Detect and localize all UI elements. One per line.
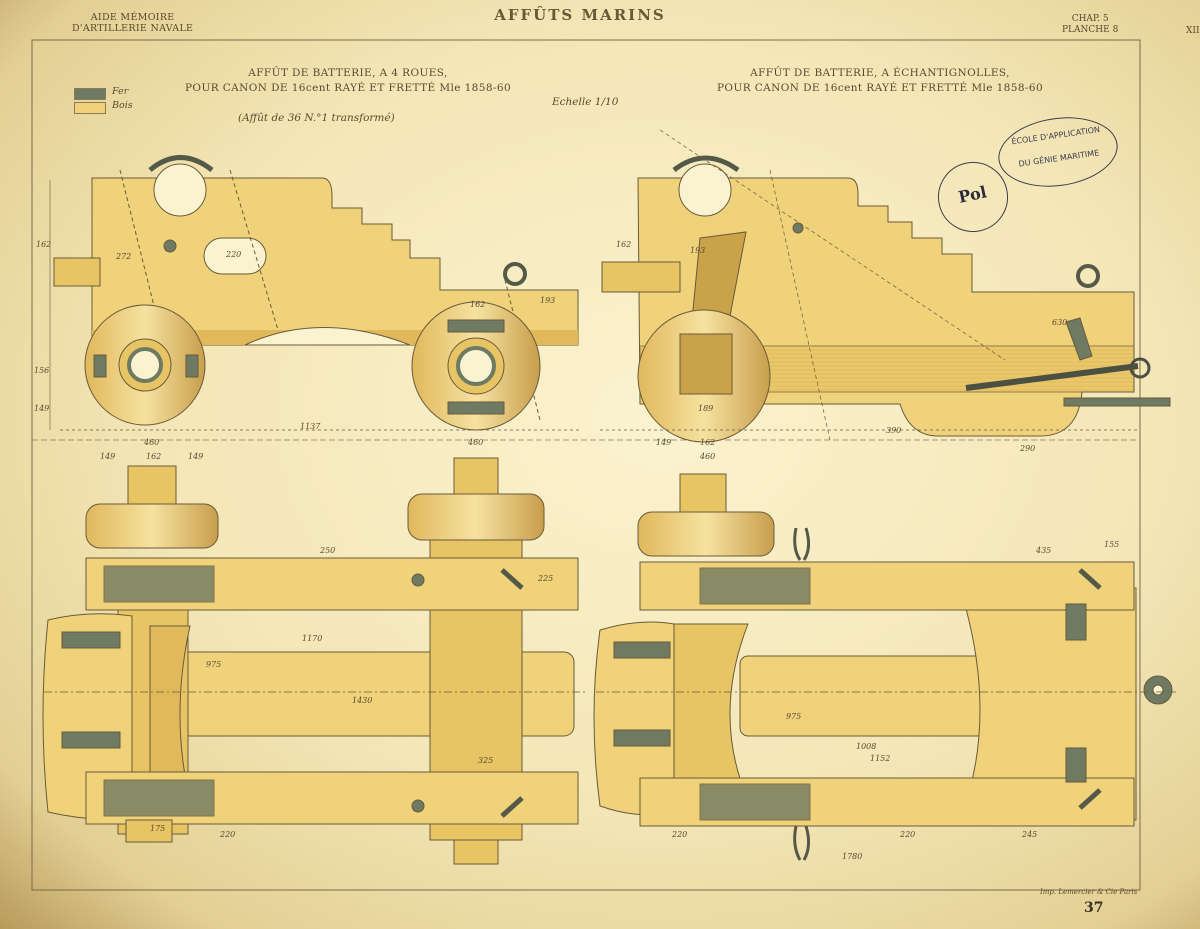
dim-right-630: 630 xyxy=(1052,318,1068,327)
cheek-arch xyxy=(244,327,411,346)
dim-rplan-435: 435 xyxy=(1036,546,1052,555)
dim-rplan-220a: 220 xyxy=(672,830,688,839)
dim-right-193: 193 xyxy=(690,246,706,255)
plate-title: AFFÛTS MARINS xyxy=(494,6,666,24)
dim-plan-460: 460 xyxy=(144,438,160,447)
dim-left-1137: 1137 xyxy=(300,422,321,431)
dim-rplan-975: 975 xyxy=(786,712,802,721)
plate-frame xyxy=(31,39,1141,891)
dim-plan-162: 162 xyxy=(146,452,162,461)
legend-label-iron: Fer xyxy=(112,86,129,97)
dim-plan-1430: 1430 xyxy=(352,696,373,705)
right-title-line2: POUR CANON DE 16cent RAYÉ ET FRETTÉ Mle … xyxy=(716,82,1044,94)
planche-label: PLANCHE 8 xyxy=(1062,25,1119,35)
dim-right-189: 189 xyxy=(698,404,714,413)
page-number: 37 xyxy=(1084,900,1104,916)
dim-plan-220: 220 xyxy=(220,830,236,839)
chapter-label: CHAP. 5 xyxy=(1071,14,1109,24)
dim-left-162b: 162 xyxy=(470,300,486,309)
dim-plan-325: 325 xyxy=(478,756,494,765)
dim-right-460: 460 xyxy=(700,452,716,461)
header-left-line2: D'ARTILLERIE NAVALE xyxy=(72,23,194,34)
left-section-title: AFFÛT DE BATTERIE, A 4 ROUES, POUR CANON… xyxy=(148,66,548,96)
right-plan-view xyxy=(593,473,1176,861)
scale-note: Echelle 1/10 xyxy=(552,96,619,108)
left-plan-view xyxy=(42,457,586,865)
cheek-window xyxy=(203,237,267,275)
dim-center-460: 460 xyxy=(468,438,484,447)
dim-plan-149a: 149 xyxy=(100,452,116,461)
cheek-body xyxy=(91,177,579,346)
dim-plan-149b: 149 xyxy=(188,452,204,461)
edge-mark: XII xyxy=(1186,26,1200,36)
legend-swatch-wood xyxy=(74,102,106,114)
trunnion-hole-right xyxy=(678,163,732,217)
round-stamp-text: Pol xyxy=(956,182,989,207)
dim-right-390: 390 xyxy=(886,426,902,435)
front-transom xyxy=(42,613,133,820)
dim-right-290: 290 xyxy=(1020,444,1036,453)
dim-left-156: 156 xyxy=(34,366,50,375)
dim-plan-250: 250 xyxy=(320,546,336,555)
printer-imprint: Imp. Lemercier & Cie Paris xyxy=(1040,888,1138,896)
header-left: AIDE MÉMOIRE D'ARTILLERIE NAVALE xyxy=(72,12,193,34)
header-left-line1: AIDE MÉMOIRE xyxy=(90,12,175,23)
left-side-elevation xyxy=(49,155,580,431)
right-section-title: AFFÛT DE BATTERIE, A ÉCHANTIGNOLLES, POU… xyxy=(680,66,1080,96)
handspike-lever xyxy=(965,363,1139,391)
wheel-top-rear xyxy=(407,493,545,541)
dim-left-272: 272 xyxy=(116,252,132,261)
dim-right-162: 162 xyxy=(616,240,632,249)
legend-swatch-iron xyxy=(74,88,106,100)
cap-square xyxy=(148,155,214,173)
breeching-block xyxy=(53,257,101,287)
legend-label-wood: Bois xyxy=(112,100,133,111)
left-title-line1: AFFÛT DE BATTERIE, A 4 ROUES, xyxy=(248,67,448,79)
dim-rplan-220b: 220 xyxy=(900,830,916,839)
dim-left-193: 193 xyxy=(540,296,556,305)
dim-rplan-245: 245 xyxy=(1022,830,1038,839)
dim-plan-225: 225 xyxy=(538,574,554,583)
dim-right-149: 149 xyxy=(656,438,672,447)
dim-left-162: 162 xyxy=(36,240,52,249)
right-side-elevation xyxy=(600,129,1171,443)
trunnion-hole xyxy=(153,163,207,217)
dim-left-149: 149 xyxy=(34,404,50,413)
dim-rplan-155: 155 xyxy=(1104,540,1120,549)
left-section-note: (Affût de 36 N.°1 transformé) xyxy=(238,112,395,124)
front-wheel xyxy=(84,304,206,426)
stamp-line2: DU GÉNIE MARITIME xyxy=(1018,148,1100,169)
dim-plan-1170: 1170 xyxy=(302,634,323,643)
header-right: CHAP. 5 PLANCHE 8 xyxy=(1062,14,1118,36)
left-title-line2: POUR CANON DE 16cent RAYÉ ET FRETTÉ Mle … xyxy=(184,82,512,94)
wheel-top-front xyxy=(85,503,219,549)
eye-bolt xyxy=(503,262,527,286)
rear-wheel xyxy=(411,301,541,431)
dim-right-162b: 162 xyxy=(700,438,716,447)
dim-plan-175: 175 xyxy=(150,824,166,833)
front-block-plan xyxy=(661,623,749,801)
dim-rplan-1008: 1008 xyxy=(856,742,877,751)
right-title-line1: AFFÛT DE BATTERIE, A ÉCHANTIGNOLLES, xyxy=(750,67,1010,79)
dim-left-220: 220 xyxy=(226,250,242,259)
dim-rplan-1780: 1780 xyxy=(842,852,863,861)
dim-plan-975: 975 xyxy=(206,660,222,669)
dim-rplan-1152: 1152 xyxy=(870,754,891,763)
